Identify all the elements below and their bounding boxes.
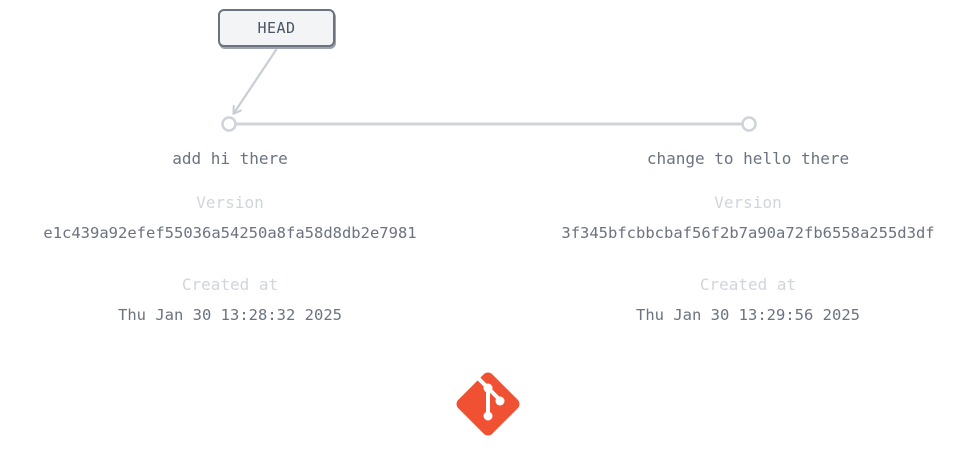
created-at-value: Thu Jan 30 13:29:56 2025 (636, 306, 860, 324)
created-at-label: Created at (699, 275, 797, 294)
git-logo-icon (456, 372, 520, 436)
head-label-box: HEAD (218, 9, 335, 47)
version-hash: 3f345bfcbbcbaf56f2b7a90a72fb6558a255d3df (561, 224, 935, 242)
commit-card-2: change to hello there Version 3f345bfcbb… (518, 145, 978, 331)
commit-node-1[interactable] (221, 116, 237, 132)
commit-card-1: add hi there Version e1c439a92efef55036a… (0, 145, 460, 331)
commit-message: change to hello there (646, 149, 850, 168)
created-at-value: Thu Jan 30 13:28:32 2025 (118, 306, 342, 324)
version-hash: e1c439a92efef55036a54250a8fa58d8db2e7981 (43, 224, 417, 242)
commit-message: add hi there (172, 149, 288, 168)
head-pointer-arrow (234, 48, 278, 113)
version-label: Version (714, 193, 782, 212)
head-label: HEAD (257, 19, 296, 37)
version-label: Version (196, 193, 264, 212)
commit-node-2[interactable] (741, 116, 757, 132)
created-at-label: Created at (181, 275, 279, 294)
